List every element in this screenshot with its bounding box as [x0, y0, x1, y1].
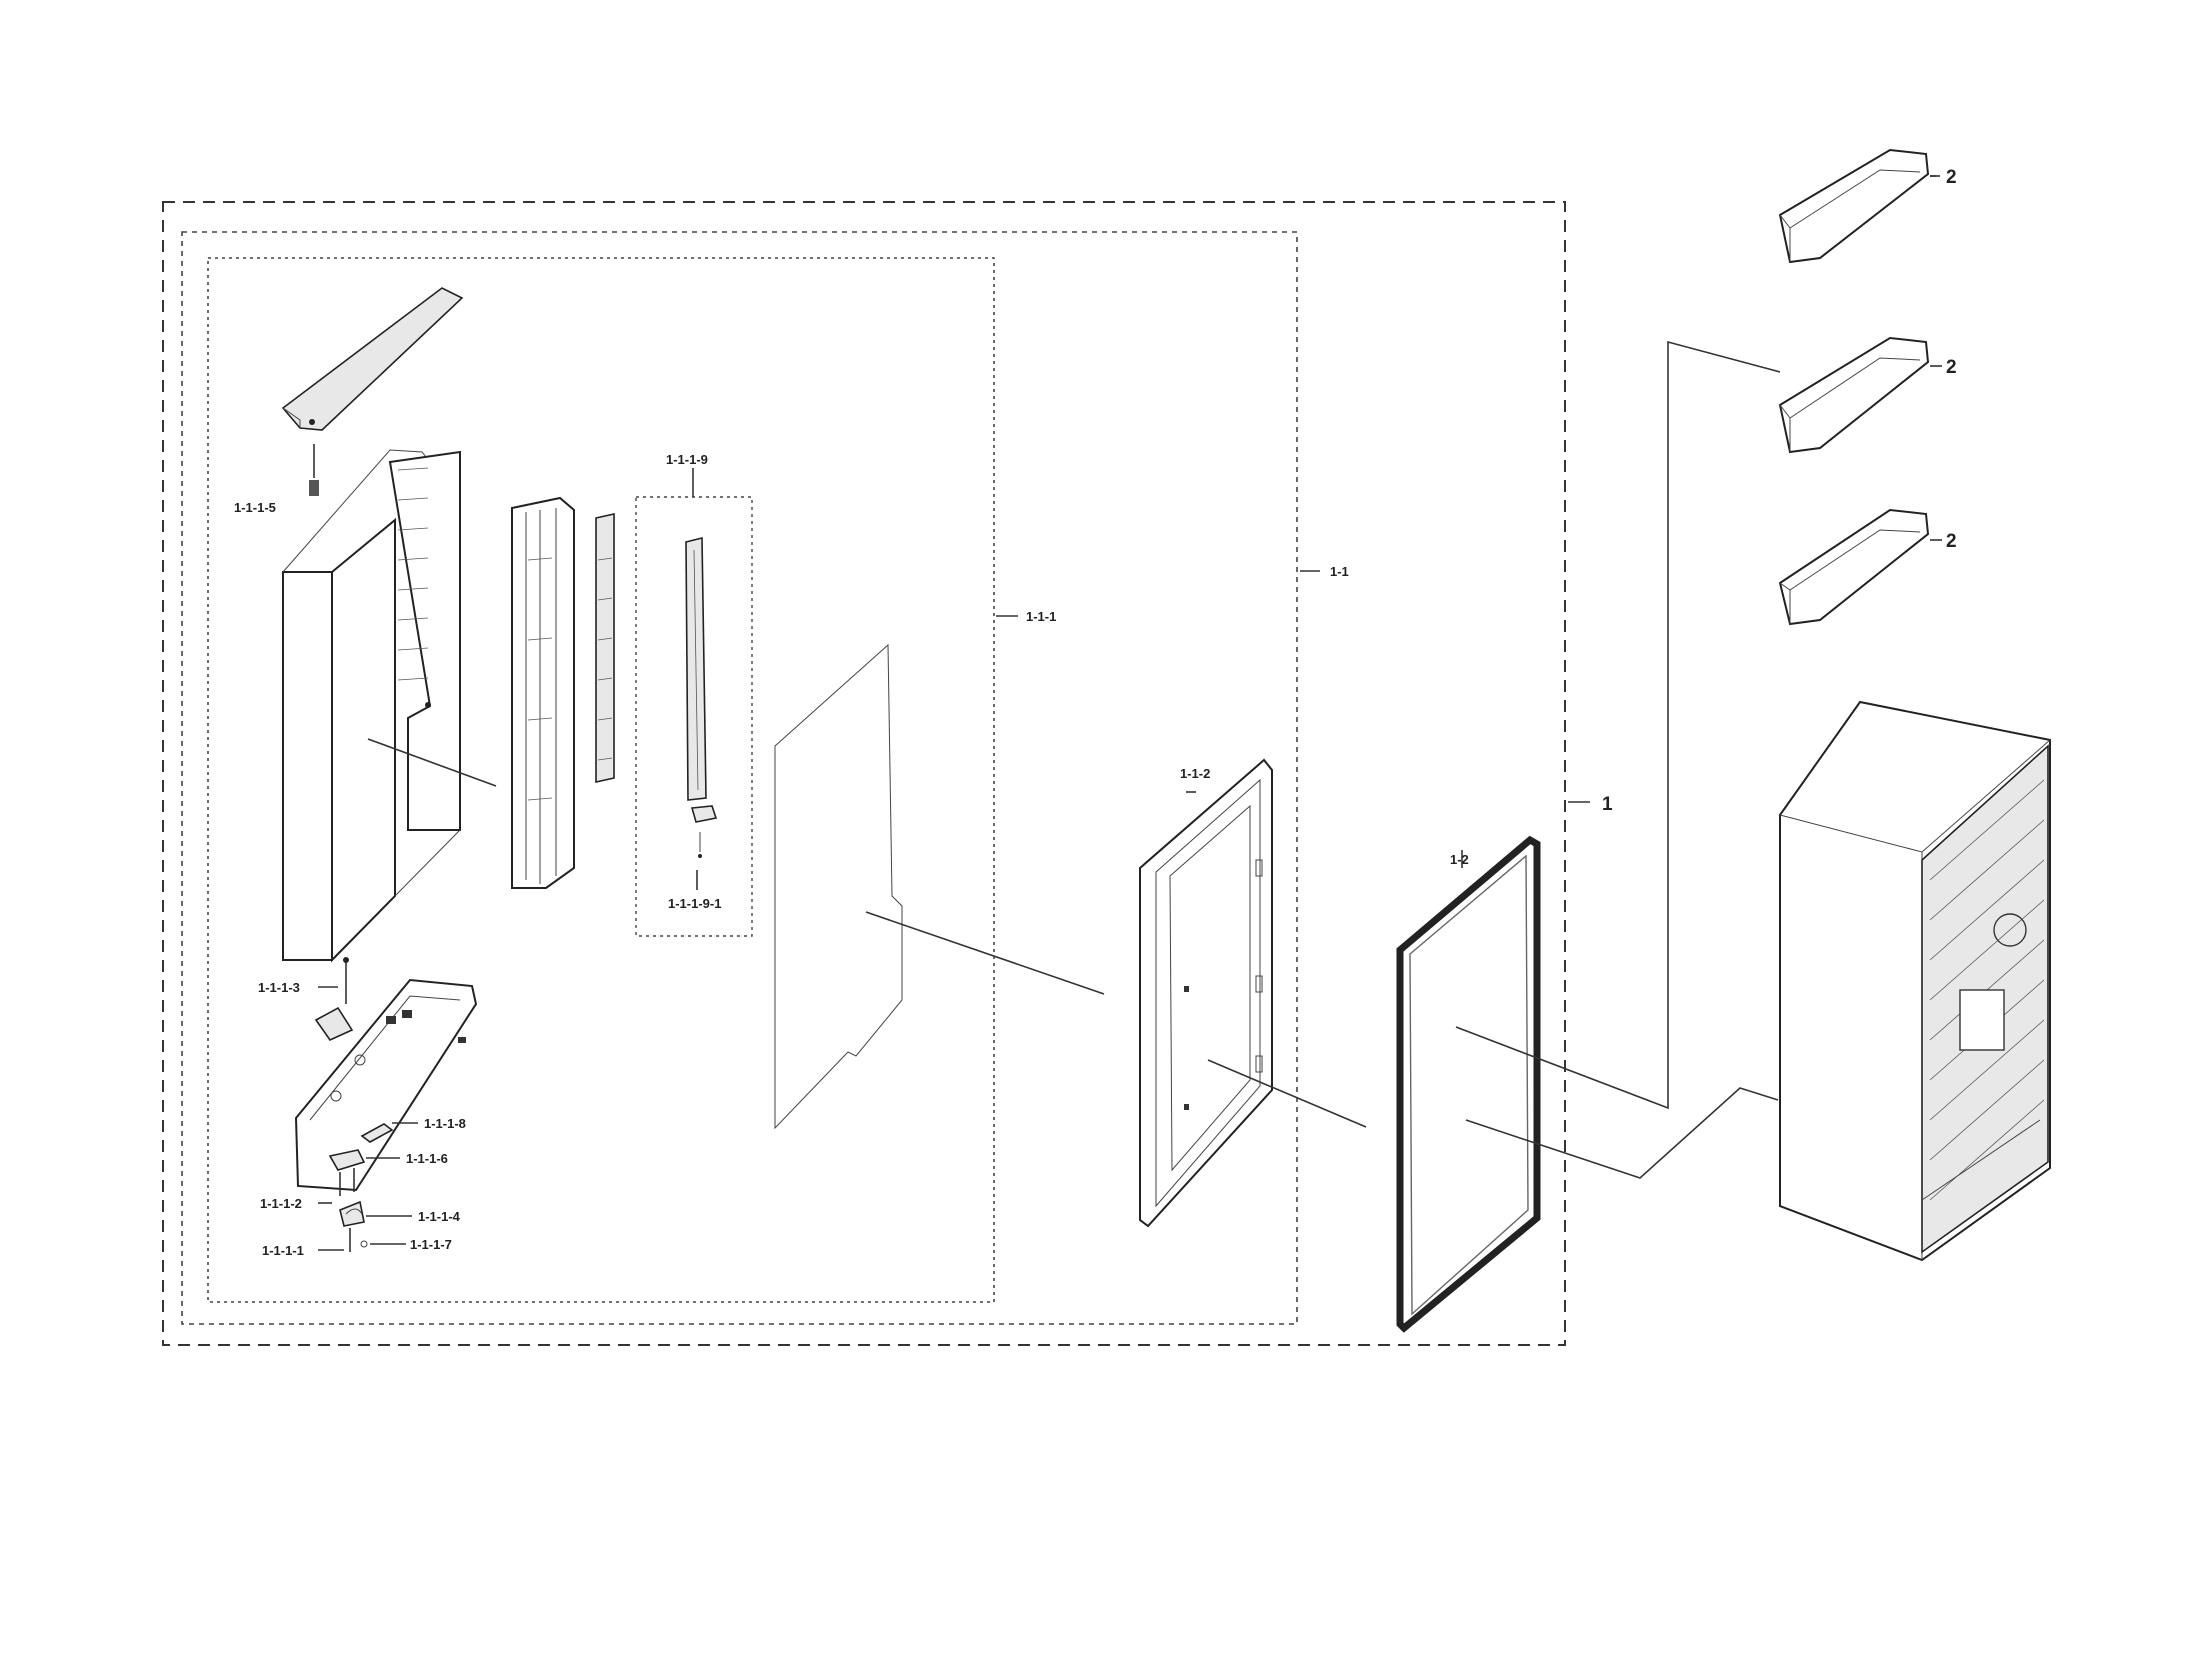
callout-1-2: 1-2 [1450, 852, 1469, 867]
screw-1-1-1-3 [343, 957, 349, 1004]
callout-1-1-1-2: 1-1-1-2 [260, 1196, 302, 1211]
screw-1-1-1-5 [309, 444, 319, 496]
door-insulation-sheet [774, 643, 903, 1130]
callout-1-1-1-8: 1-1-1-8 [424, 1116, 466, 1131]
callout-1-1-1-9: 1-1-1-9 [666, 452, 708, 467]
callout-1: 1 [1602, 794, 1613, 815]
door-outer-panel [282, 449, 461, 963]
part-1-1-1-9-strip [685, 536, 707, 801]
bracket-plate [314, 1006, 354, 1042]
part-1-1-1-8 [360, 1123, 394, 1143]
callout-1-1-1: 1-1-1 [1026, 609, 1056, 624]
door-bin-middle [1778, 336, 1930, 454]
assembly-1-boundary [162, 201, 1566, 1346]
callout-1-1-2: 1-1-2 [1180, 766, 1210, 781]
callout-1-1-1-6: 1-1-1-6 [406, 1151, 448, 1166]
callout-1-1-1-1: 1-1-1-1 [262, 1243, 304, 1258]
callout-2-top: 2 [1946, 167, 1957, 188]
door-bin-bottom [1778, 508, 1930, 626]
door-hinge-strip [595, 513, 615, 783]
door-vertical-frame [511, 496, 575, 889]
washer-1-1-1-7 [360, 1240, 368, 1248]
part-1-1-1-6 [328, 1149, 366, 1171]
refrigerator-cabinet [1779, 700, 2051, 1262]
assembly-1-1-boundary [181, 231, 1298, 1325]
door-bin-top [1778, 148, 1930, 264]
leader-lines [367, 340, 1781, 1179]
callout-1-1: 1-1 [1330, 564, 1349, 579]
callout-ticks [318, 175, 1942, 1251]
door-gasket [1396, 835, 1541, 1333]
door-top-cap [281, 287, 464, 431]
callout-1-1-1-9-1: 1-1-1-9-1 [668, 896, 721, 911]
callout-1-1-1-5: 1-1-1-5 [234, 500, 276, 515]
door-bottom-bracket [294, 978, 478, 1192]
callout-1-1-1-4: 1-1-1-4 [418, 1209, 461, 1224]
callout-2-bottom: 2 [1946, 531, 1957, 552]
callout-1-1-1-3: 1-1-1-3 [258, 980, 300, 995]
callout-1-1-1-7: 1-1-1-7 [410, 1237, 452, 1252]
part-1-1-1-9-1-clip [690, 805, 718, 858]
callout-2-middle: 2 [1946, 357, 1957, 378]
door-inner-liner [1139, 758, 1273, 1228]
assembly-1-1-1-boundary [207, 257, 995, 1303]
hinge-1-1-1-4 [339, 1200, 365, 1227]
assembly-1-1-1-9-boundary [635, 496, 753, 937]
